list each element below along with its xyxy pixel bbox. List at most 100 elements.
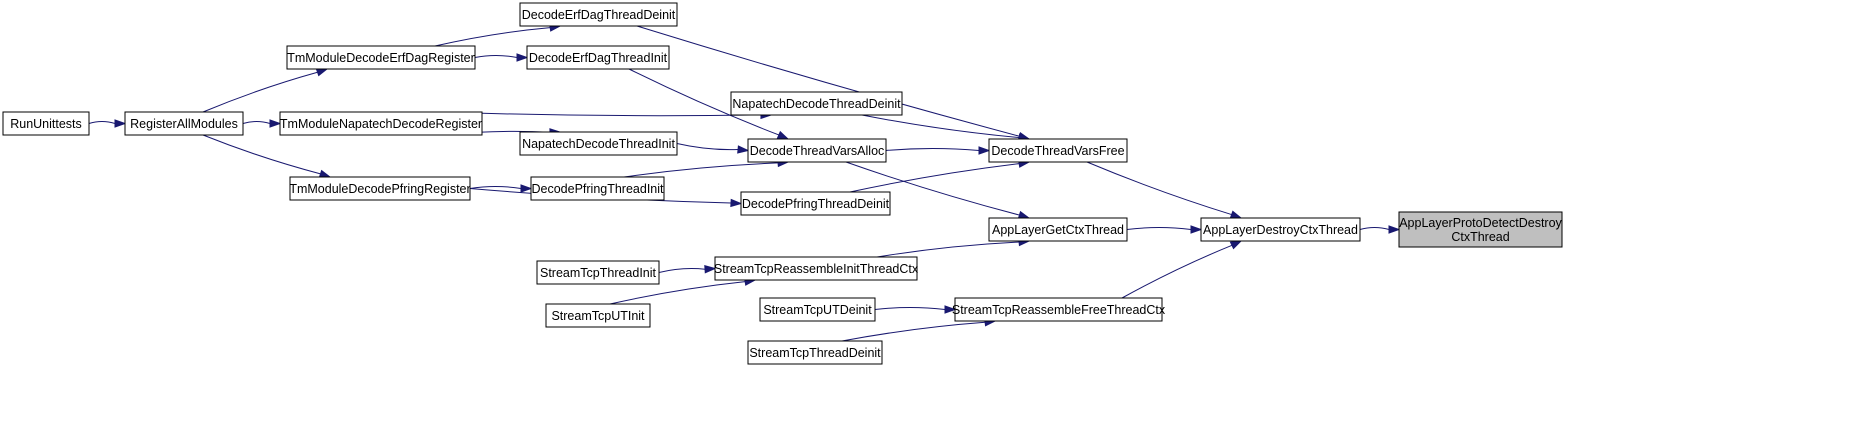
- arrowhead-icon: [114, 119, 127, 128]
- node-label: DecodePfringThreadInit: [531, 182, 664, 196]
- arrowhead-icon: [704, 265, 717, 274]
- edge-dtvf-to-adt: [1086, 161, 1243, 219]
- edge-dedd-to-dtvf: [636, 25, 1031, 141]
- arrowhead-icon: [269, 119, 282, 128]
- node-box: [526, 45, 670, 70]
- edge-line: [474, 55, 518, 58]
- edge-line: [441, 111, 762, 117]
- node-label: RunUnittests: [10, 117, 82, 131]
- arrowhead-icon: [944, 305, 957, 314]
- node-dtvf[interactable]: DecodeThreadVarsFree: [988, 138, 1128, 163]
- edge-dpd-to-dtvf: [849, 159, 1031, 193]
- node-label: DecodeThreadVarsAlloc: [750, 144, 885, 158]
- edge-stfc-to-adt: [1121, 240, 1243, 299]
- edge-line: [202, 71, 318, 113]
- node-ndd[interactable]: NapatechDecodeThreadDeinit: [730, 91, 903, 116]
- node-box: [759, 297, 876, 322]
- node-box: [747, 340, 883, 365]
- node-stfc[interactable]: StreamTcpReassembleFreeThreadCtx: [952, 297, 1166, 322]
- node-stud[interactable]: StreamTcpUTDeinit: [759, 297, 876, 322]
- edge-algt-to-adt: [1126, 225, 1203, 234]
- node-box: [730, 91, 903, 116]
- arrowhead-icon: [520, 184, 533, 193]
- edge-stti-to-stri: [658, 265, 717, 274]
- node-label: TmModuleNapatechDecodeRegister: [280, 117, 482, 131]
- edge-line: [202, 134, 321, 175]
- edge-layer: [88, 23, 1401, 342]
- edge-ndd-to-dtvf: [861, 114, 1031, 142]
- node-box: [988, 217, 1128, 242]
- node-box: [1200, 217, 1361, 242]
- node-sttd[interactable]: StreamTcpThreadDeinit: [747, 340, 883, 365]
- node-box: [2, 111, 90, 136]
- node-label: StreamTcpThreadDeinit: [749, 346, 881, 360]
- node-tmedr[interactable]: TmModuleDecodeErfDagRegister: [286, 45, 476, 70]
- arrowhead-icon: [978, 146, 991, 155]
- edge-stud-to-stfc: [874, 305, 957, 314]
- node-dpd[interactable]: DecodePfringThreadDeinit: [740, 191, 891, 216]
- edge-line: [1086, 161, 1232, 216]
- node-ndi[interactable]: NapatechDecodeThreadInit: [519, 131, 678, 156]
- node-label: StreamTcpReassembleFreeThreadCtx: [952, 303, 1166, 317]
- node-algt[interactable]: AppLayerGetCtxThread: [988, 217, 1128, 242]
- node-box: [519, 131, 678, 156]
- edge-line: [676, 143, 739, 151]
- arrowhead-icon: [1190, 225, 1203, 234]
- edge-tmndr-to-ndd: [441, 110, 773, 120]
- arrowhead-icon: [1229, 210, 1243, 219]
- arrowhead-icon: [737, 145, 750, 154]
- edge-line: [628, 68, 780, 136]
- node-label: NapatechDecodeThreadInit: [522, 137, 675, 151]
- edge-line: [434, 27, 551, 47]
- node-box: [545, 303, 651, 328]
- node-stri[interactable]: StreamTcpReassembleInitThreadCtx: [714, 256, 919, 281]
- node-box: [747, 138, 887, 163]
- edge-tmdpr-to-dpi: [469, 184, 533, 193]
- node-label: StreamTcpUTInit: [551, 309, 645, 323]
- node-box: [530, 176, 665, 201]
- arrowhead-icon: [516, 53, 529, 62]
- node-label: DecodeErfDagThreadDeinit: [522, 8, 676, 22]
- edge-line: [845, 161, 1020, 216]
- node-label: RegisterAllModules: [130, 117, 238, 131]
- node-box: [536, 260, 660, 285]
- node-stui[interactable]: StreamTcpUTInit: [545, 303, 651, 328]
- edge-ram-to-tmndr: [242, 119, 282, 128]
- node-tmndr[interactable]: TmModuleNapatechDecodeRegister: [279, 111, 483, 136]
- edge-tmedr-to-dedd: [434, 23, 562, 47]
- node-label: DecodeThreadVarsFree: [991, 144, 1124, 158]
- edge-rut-to-ram: [88, 119, 127, 128]
- node-box: [286, 45, 476, 70]
- edge-line: [876, 241, 1020, 258]
- node-label: DecodeErfDagThreadInit: [529, 51, 668, 65]
- edge-dedi-to-dtva: [628, 68, 790, 140]
- node-stti[interactable]: StreamTcpThreadInit: [536, 260, 660, 285]
- node-ram[interactable]: RegisterAllModules: [124, 111, 244, 136]
- node-tmdpr[interactable]: TmModuleDecodePfringRegister: [289, 176, 471, 201]
- node-rut[interactable]: RunUnittests: [2, 111, 90, 136]
- edge-line: [88, 121, 116, 124]
- edge-line: [469, 186, 522, 189]
- arrowhead-icon: [315, 68, 329, 77]
- edge-line: [623, 162, 779, 178]
- node-box: [519, 2, 678, 27]
- node-dedd[interactable]: DecodeErfDagThreadDeinit: [519, 2, 678, 27]
- edge-line: [841, 321, 986, 342]
- edge-tmedr-to-dedi: [474, 53, 529, 62]
- node-box: [289, 176, 471, 201]
- edge-line: [242, 121, 271, 124]
- edge-line: [1126, 227, 1192, 230]
- node-dtva[interactable]: DecodeThreadVarsAlloc: [747, 138, 887, 163]
- node-box: [740, 191, 891, 216]
- node-box: [714, 256, 918, 281]
- arrowhead-icon: [1229, 240, 1243, 250]
- node-label: NapatechDecodeThreadDeinit: [732, 97, 901, 111]
- node-dpi[interactable]: DecodePfringThreadInit: [530, 176, 665, 201]
- node-adt[interactable]: AppLayerDestroyCtxThread: [1200, 217, 1361, 242]
- edge-line: [1359, 227, 1390, 230]
- edge-ram-to-tmdpr: [202, 134, 332, 178]
- edge-ndi-to-dtva: [676, 143, 750, 154]
- node-dedi[interactable]: DecodeErfDagThreadInit: [526, 45, 670, 70]
